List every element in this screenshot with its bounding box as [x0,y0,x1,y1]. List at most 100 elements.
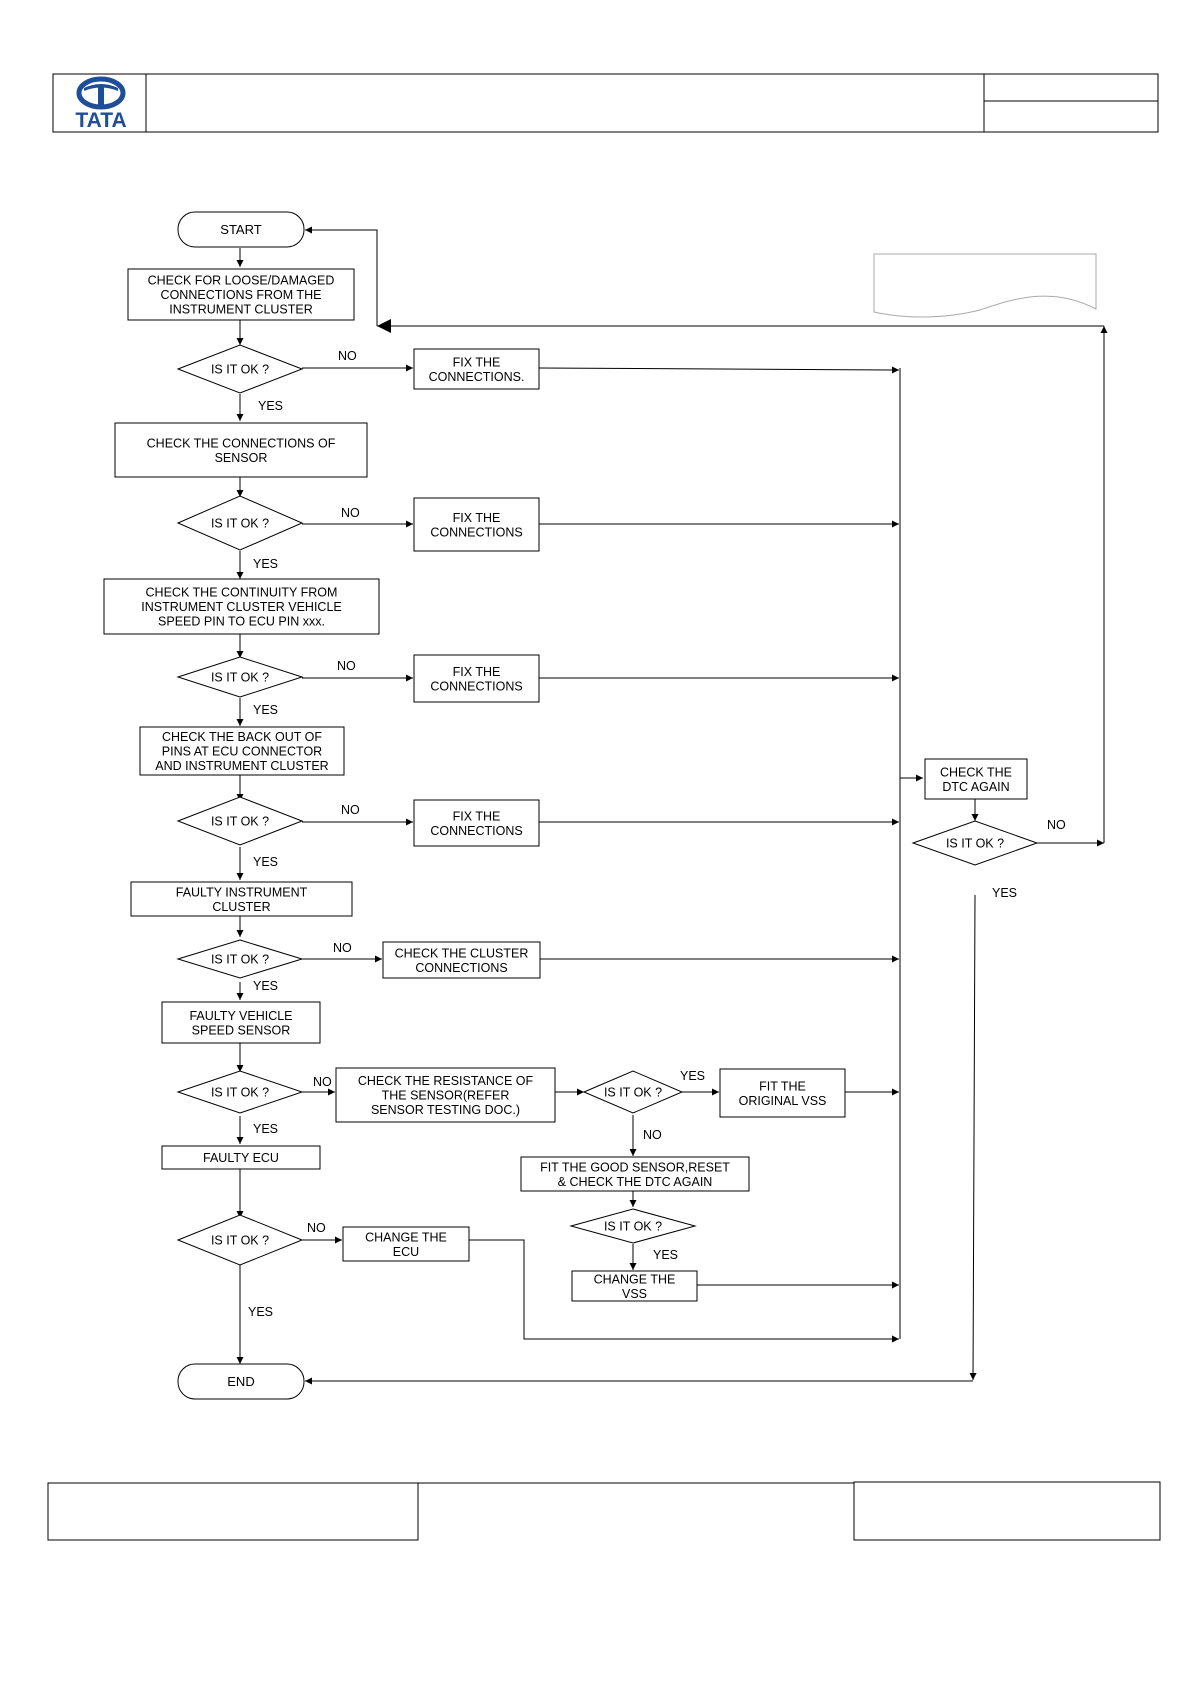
process-box-text: & CHECK THE DTC AGAIN [558,1175,713,1189]
decision-label: IS IT OK ? [211,517,269,531]
decision-is-it-ok-9: IS IT OK ? [569,1208,697,1244]
decision-diamond [176,1070,304,1114]
logo-text: TATA [75,109,126,132]
process-box-text: DTC AGAIN [942,780,1009,794]
process-box-text: INSTRUMENT CLUSTER VEHICLE [141,600,342,614]
process-box-text: SENSOR TESTING DOC.) [371,1103,520,1117]
process-box-text: FAULTY ECU [203,1151,279,1165]
process-box-text: ECU [393,1245,419,1259]
edge-label-yes: YES [253,855,278,869]
decision-label: IS IT OK ? [604,1220,662,1234]
process-box-outline [924,758,1028,800]
decision-diamond [176,939,304,979]
edge-label-yes: YES [253,1122,278,1136]
process-box-outline [161,1001,321,1044]
process-box-text: CONNECTIONS [430,824,522,838]
decision-label: IS IT OK ? [211,1234,269,1248]
process-box-fit-good: FIT THE GOOD SENSOR,RESET& CHECK THE DTC… [520,1156,750,1192]
process-box-text: SPEED PIN TO ECU PIN xxx. [158,615,325,629]
process-box-faulty-ecu: FAULTY ECU [161,1145,321,1170]
process-box-text: CONNECTIONS. [429,370,525,384]
process-box-text: CONNECTIONS FROM THE [161,288,322,302]
process-box-text: ORIGINAL VSS [739,1094,827,1108]
decision-label: IS IT OK ? [211,363,269,377]
edge-label-yes: YES [992,886,1017,900]
process-box-outline [139,726,345,776]
edge-label-no: NO [341,803,360,817]
decision-diamond [582,1070,684,1114]
process-box-text: FAULTY VEHICLE [189,1009,292,1023]
decision-is-it-ok-1: IS IT OK ? [176,344,304,394]
process-box-text: CHECK THE RESISTANCE OF [358,1074,534,1088]
process-box-text: FIT THE [759,1079,806,1093]
edge-label-no: NO [307,1221,326,1235]
decision-diamond [176,344,304,394]
process-box-outline [413,799,540,847]
decision-diamond [569,1208,697,1244]
process-box-outline [571,1270,698,1302]
end-label: END [227,1374,254,1389]
process-box-text: CHECK THE CONNECTIONS OF [147,436,336,450]
process-box-text: CHANGE THE [365,1230,447,1244]
edge-label-no: NO [333,941,352,955]
decision-label: IS IT OK ? [604,1086,662,1100]
process-box-text: VSS [622,1287,647,1301]
connectors [236,226,1108,1385]
process-box-text: FIX THE [453,511,501,525]
decision-label: IS IT OK ? [211,815,269,829]
edge-label-no: NO [337,659,356,673]
process-box-outline [719,1068,846,1118]
decision-label: IS IT OK ? [946,837,1004,851]
process-box-outline [342,1226,470,1262]
decision-is-it-ok-3: IS IT OK ? [176,656,304,698]
process-box-text: CHECK THE CLUSTER [395,946,529,960]
edge-label-no: NO [338,349,357,363]
process-box-outline [413,497,540,552]
process-box-outline [114,422,368,478]
edge-labels: NOYESNOYESNOYESNOYESNOYESNOYESYESNOYESNO… [248,349,1066,1319]
edge-label-no: NO [341,506,360,520]
process-box-text: CHECK THE CONTINUITY FROM [146,586,338,600]
edge-label-yes: YES [258,399,283,413]
process-box-text: FIT THE GOOD SENSOR,RESET [540,1160,730,1174]
decision-diamond [176,1214,304,1266]
process-box-outline [103,578,380,635]
document-symbol [873,253,1097,318]
process-box-text: INSTRUMENT CLUSTER [169,303,313,317]
edge-label-yes: YES [680,1069,705,1083]
tata-logo-icon: TATA [75,76,127,132]
decision-diamond [176,796,304,846]
process-box-text: CLUSTER [212,900,270,914]
process-box-outline [130,881,353,917]
terminal-start: START [177,211,305,248]
process-box-text: CHECK FOR LOOSE/DAMAGED [148,274,335,288]
decision-diamond [911,820,1039,866]
header-frame [52,73,1159,133]
edge-label-yes: YES [248,1305,273,1319]
edge-label-yes: YES [253,703,278,717]
decision-nodes: IS IT OK ? IS IT OK ? IS IT OK ? IS IT OK ?… [176,344,1039,1266]
decision-diamond [176,656,304,698]
process-box-text: CHECK THE BACK OUT OF [162,730,322,744]
decision-label: IS IT OK ? [211,953,269,967]
decision-label: IS IT OK ? [211,671,269,685]
terminal-end: END [177,1363,305,1400]
edge-label-no: NO [1047,818,1066,832]
process-box-text: FIX THE [453,665,501,679]
process-box-text: FIX THE [453,809,501,823]
process-box-text: SPEED SENSOR [192,1023,291,1037]
decision-is-it-ok-2: IS IT OK ? [176,495,304,551]
process-box-outline [127,268,355,321]
